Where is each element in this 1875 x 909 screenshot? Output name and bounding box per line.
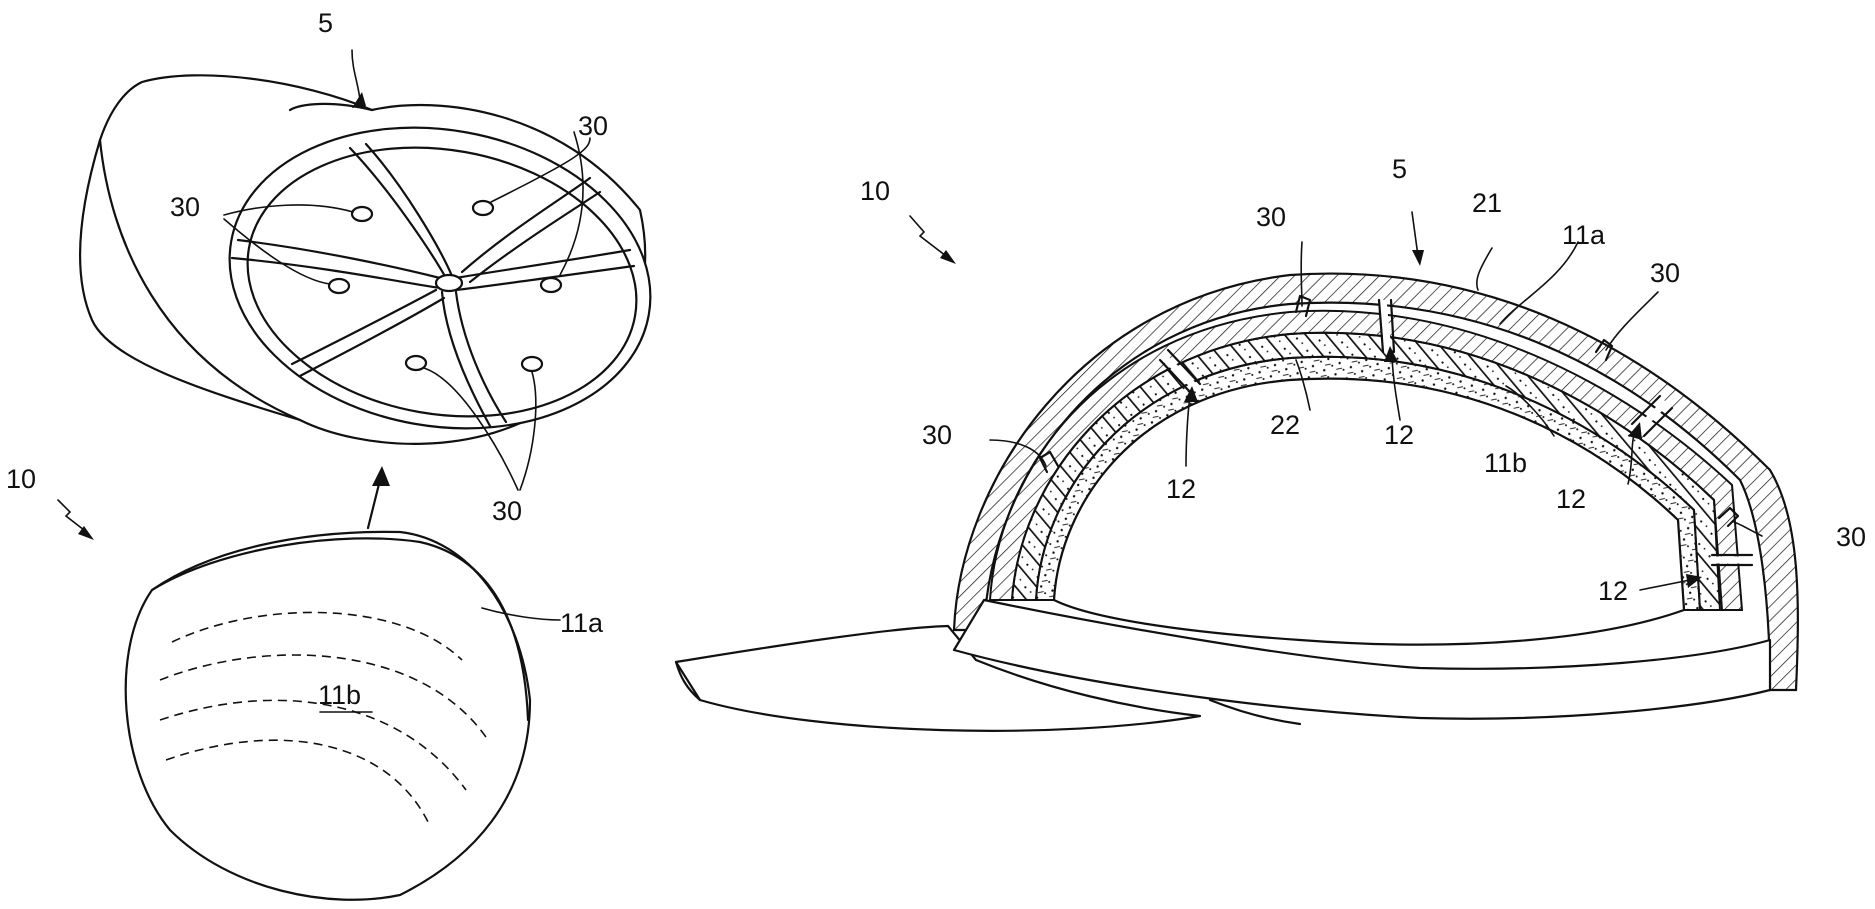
assembly-arrow [368, 466, 390, 528]
label-21: 21 [1472, 188, 1502, 218]
label-30-top-right: 30 [1650, 258, 1680, 288]
label-30-bottom-group: 30 [492, 496, 522, 526]
label-5-left: 5 [318, 8, 333, 38]
label-12-left: 12 [1166, 474, 1196, 504]
label-12-center: 12 [1384, 420, 1414, 450]
label-30-top-left: 30 [1256, 202, 1286, 232]
label-11a-right: 11a [1562, 220, 1606, 250]
leader-assembly-left [58, 500, 94, 540]
leader-assembly-right [910, 216, 956, 264]
cap-cross-section [676, 212, 1798, 731]
label-11b-left: 11b [318, 680, 361, 710]
label-30-left: 30 [922, 420, 952, 450]
label-30-left-group: 30 [170, 192, 200, 222]
insert-exploded-view [126, 532, 560, 900]
label-22: 22 [1270, 410, 1300, 440]
label-12-lower-right: 12 [1598, 576, 1628, 606]
crown-button [436, 275, 462, 291]
label-11a-left: 11a [560, 608, 604, 638]
label-10-left: 10 [6, 464, 36, 494]
leader-cap [352, 50, 360, 100]
label-30-right-group: 30 [578, 111, 608, 141]
label-11b-right: 11b [1484, 448, 1527, 478]
label-12-right: 12 [1556, 484, 1586, 514]
label-5-right: 5 [1392, 154, 1407, 184]
label-10-right: 10 [860, 176, 890, 206]
label-30-right: 30 [1836, 522, 1866, 552]
